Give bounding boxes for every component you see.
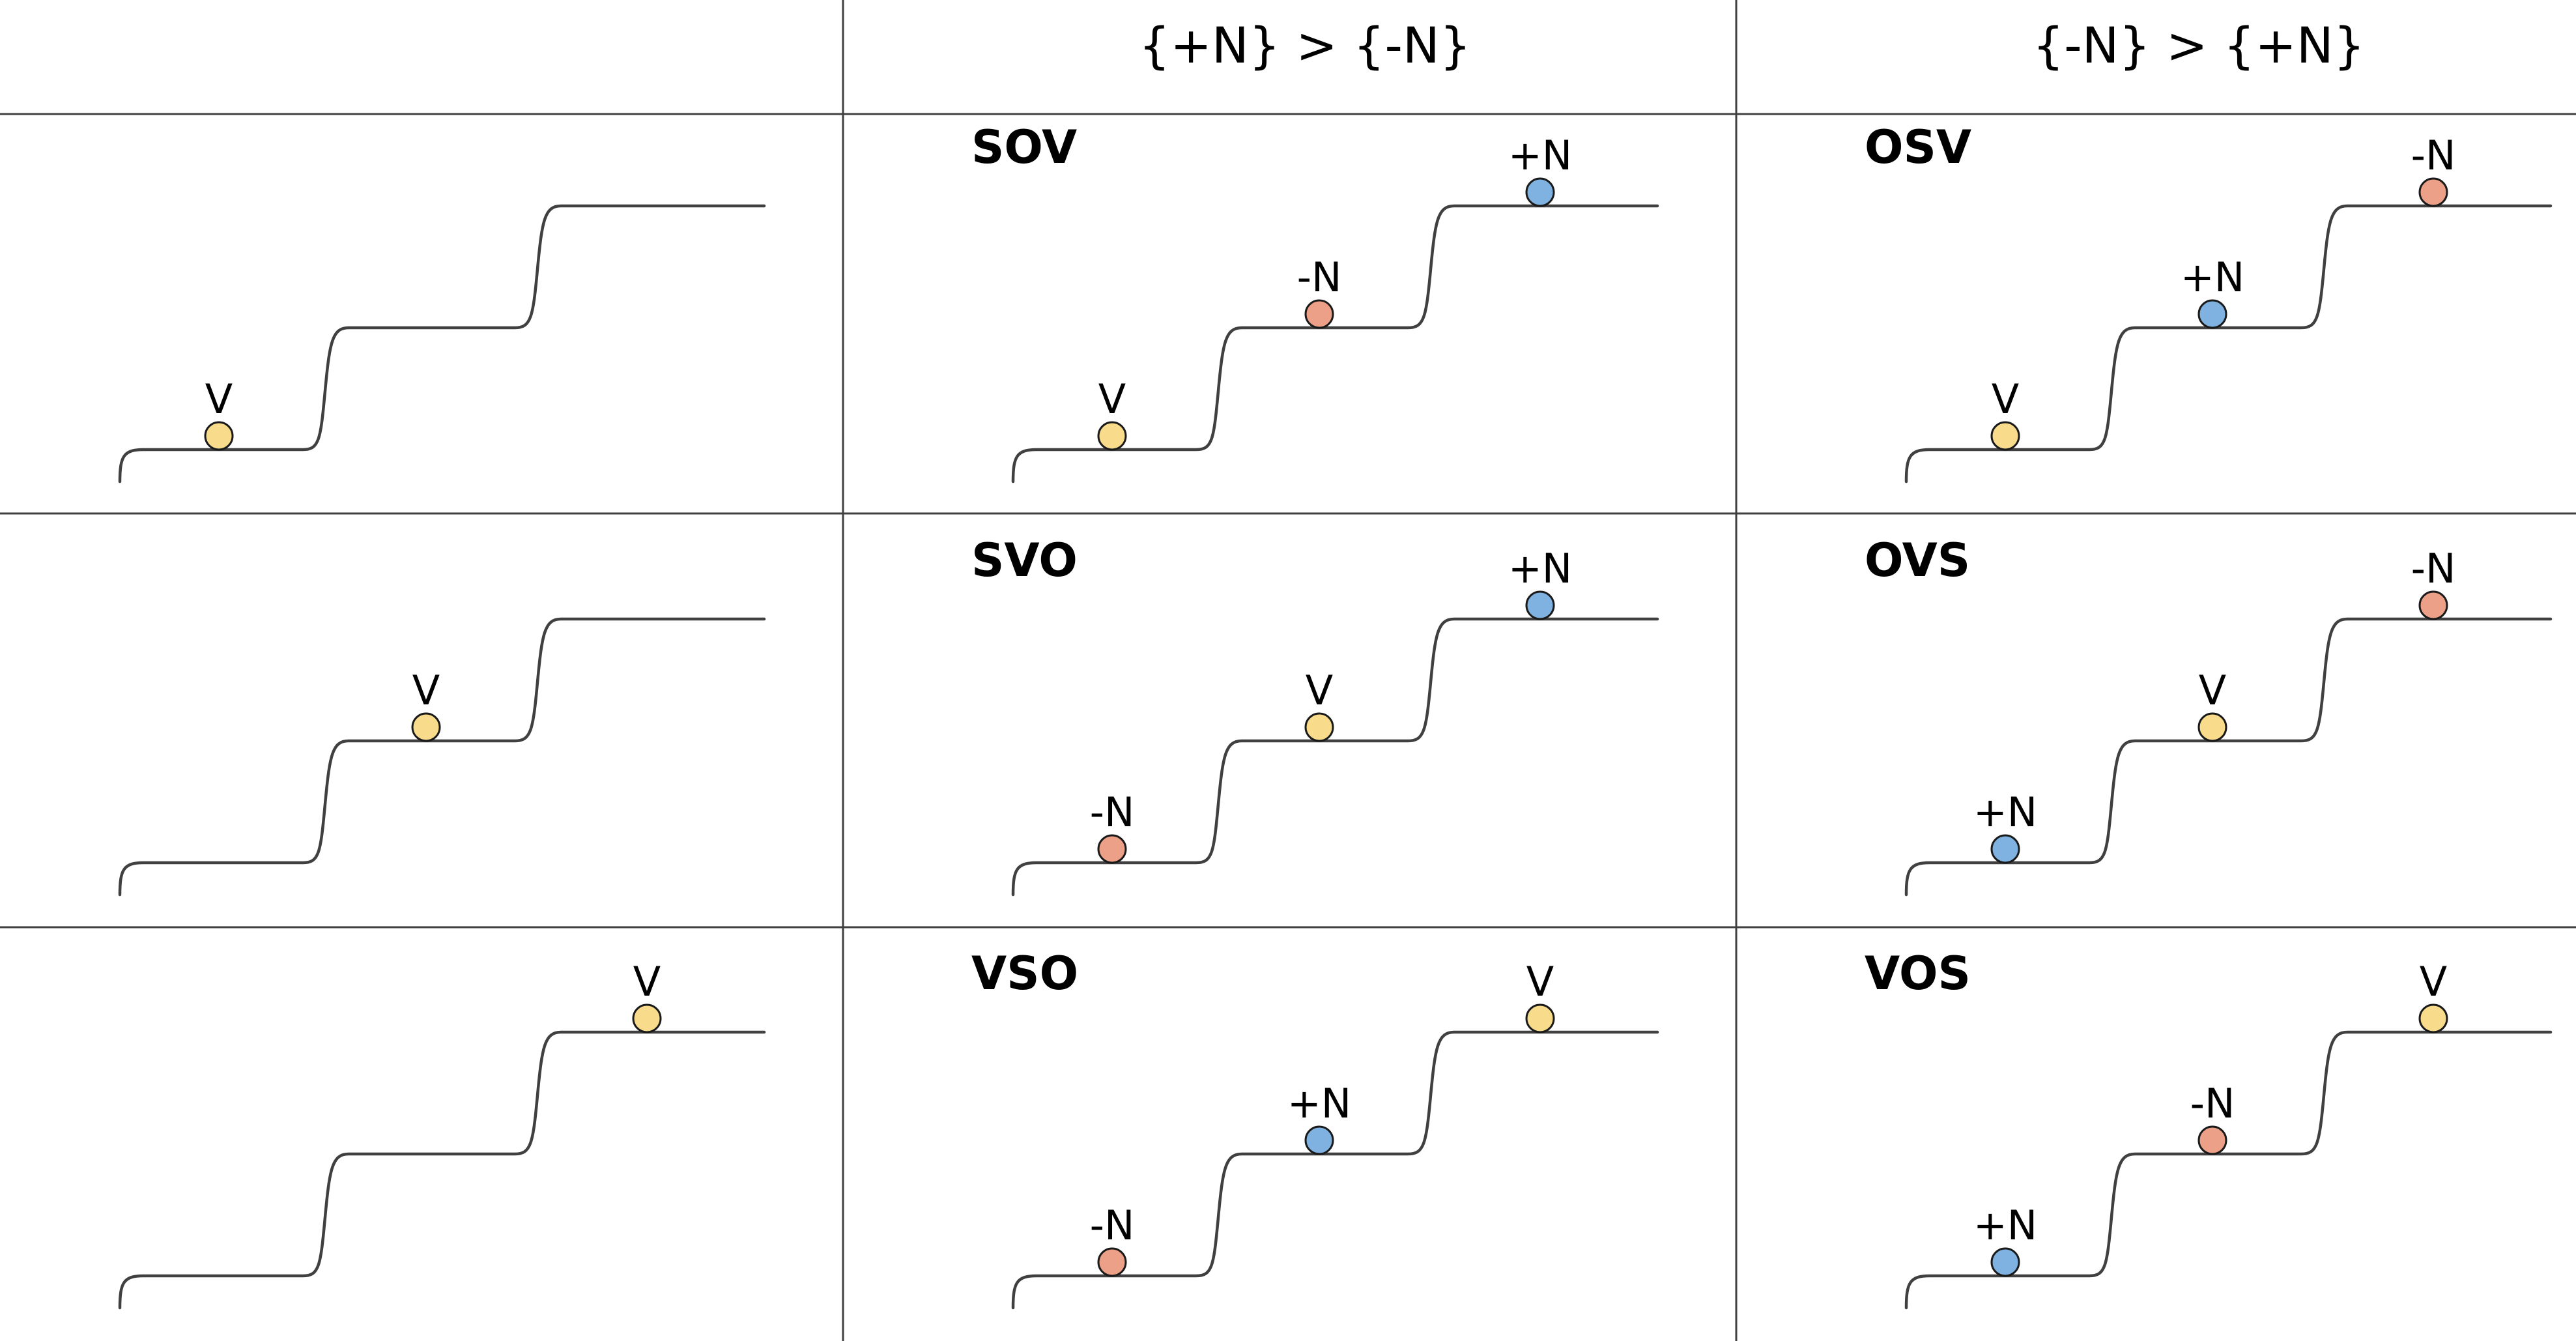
- token-v: V: [2197, 667, 2227, 742]
- token-v: V: [204, 375, 234, 451]
- token-label: -N: [2190, 1080, 2235, 1127]
- token-label: -N: [2411, 545, 2456, 592]
- staircase-line: [1904, 1030, 2553, 1310]
- token-dot: [1990, 834, 2020, 864]
- token-label: -N: [1297, 253, 1342, 301]
- token-label: V: [1306, 667, 1333, 714]
- token-dot: [1525, 590, 1555, 620]
- token-dot: [1304, 299, 1334, 329]
- token-v: V: [2418, 958, 2448, 1033]
- token-dot: [2197, 1125, 2227, 1155]
- staircase-line: [1904, 617, 2553, 897]
- token-dot: [2418, 1003, 2448, 1033]
- token-minus-n: -N: [2190, 1080, 2235, 1155]
- staircase-line: [118, 204, 766, 483]
- token-label: +N: [1508, 545, 1572, 592]
- token-v: V: [1525, 958, 1555, 1033]
- token-dot: [1304, 1125, 1334, 1155]
- token-v: V: [632, 958, 662, 1033]
- token-label: -N: [1090, 1202, 1135, 1249]
- panel-title: SOV: [971, 121, 1077, 174]
- panel-r3-c3: VOS +N -N V: [1865, 947, 2553, 1310]
- panel-title: OVS: [1865, 534, 1970, 587]
- token-plusminus-n: +N: [1508, 545, 1572, 620]
- token-v: V: [1097, 375, 1127, 451]
- column-header-row: {+N} > {-N} {-N} > {+N}: [1139, 16, 2365, 74]
- token-minus-n: -N: [2411, 545, 2456, 620]
- token-dot: [1304, 712, 1334, 742]
- panel-r1-c1: V: [118, 204, 766, 483]
- panel-r3-c2: VSO -N +N V: [971, 947, 1659, 1310]
- panel-title: SVO: [971, 534, 1078, 587]
- token-label: V: [2420, 958, 2447, 1005]
- column-header-minus-over-plus: {-N} > {+N}: [2033, 16, 2365, 74]
- token-label: V: [1098, 375, 1126, 423]
- token-plusminus-n: +N: [1973, 1202, 2037, 1277]
- panel-r3-c1: V: [118, 958, 766, 1310]
- staircase-line: [118, 617, 766, 897]
- token-plusminus-n: +N: [2181, 253, 2244, 329]
- token-dot: [632, 1003, 662, 1033]
- token-dot: [2197, 712, 2227, 742]
- token-dot: [204, 421, 234, 451]
- token-dot: [2418, 590, 2448, 620]
- token-label: V: [412, 667, 440, 714]
- panel-r2-c2: SVO -N V +N: [971, 534, 1659, 897]
- staircase-line: [118, 1030, 766, 1310]
- token-minus-n: -N: [2411, 132, 2456, 207]
- token-dot: [1525, 1003, 1555, 1033]
- panel-r1-c3: OSV V +N -N: [1865, 121, 2553, 483]
- token-label: +N: [1973, 788, 2037, 836]
- token-label: +N: [1287, 1080, 1351, 1127]
- staircase-line: [1011, 1030, 1659, 1310]
- token-label: -N: [1090, 788, 1135, 836]
- staircase-line: [1904, 204, 2553, 483]
- token-v: V: [411, 667, 441, 742]
- token-plusminus-n: +N: [1973, 788, 2037, 864]
- token-label: V: [1526, 958, 1554, 1005]
- staircase-line: [1011, 617, 1659, 897]
- token-plusminus-n: +N: [1508, 132, 1572, 207]
- token-dot: [1097, 1247, 1127, 1277]
- token-v: V: [1304, 667, 1334, 742]
- column-header-plus-over-minus: {+N} > {-N}: [1139, 16, 1471, 74]
- panel-r2-c3: OVS +N V -N: [1865, 534, 2553, 897]
- panel-title: VOS: [1865, 947, 1971, 1000]
- token-dot: [2197, 299, 2227, 329]
- panel-r1-c2: SOV V -N +N: [971, 121, 1659, 483]
- staircase-line: [1011, 204, 1659, 483]
- token-minus-n: -N: [1090, 1202, 1135, 1277]
- token-dot: [1990, 1247, 2020, 1277]
- token-label: -N: [2411, 132, 2456, 179]
- token-dot: [1990, 421, 2020, 451]
- token-label: V: [1992, 375, 2019, 423]
- token-label: +N: [1973, 1202, 2037, 1249]
- token-dot: [411, 712, 441, 742]
- token-dot: [1097, 834, 1127, 864]
- token-label: V: [2199, 667, 2226, 714]
- token-label: V: [205, 375, 233, 423]
- token-v: V: [1990, 375, 2020, 451]
- token-label: V: [633, 958, 661, 1005]
- panel-title: VSO: [971, 947, 1078, 1000]
- token-minus-n: -N: [1297, 253, 1342, 329]
- token-label: +N: [2181, 253, 2244, 301]
- panel-grid: V SOV V -N +N OSV V +N -N V SVO -N V +N OVS +N V -N V VSO -N…: [118, 121, 2553, 1310]
- panel-title: OSV: [1865, 121, 1971, 174]
- token-dot: [1097, 421, 1127, 451]
- token-minus-n: -N: [1090, 788, 1135, 864]
- panel-r2-c1: V: [118, 617, 766, 897]
- token-label: +N: [1508, 132, 1572, 179]
- token-dot: [2418, 177, 2448, 207]
- token-dot: [1525, 177, 1555, 207]
- token-plusminus-n: +N: [1287, 1080, 1351, 1155]
